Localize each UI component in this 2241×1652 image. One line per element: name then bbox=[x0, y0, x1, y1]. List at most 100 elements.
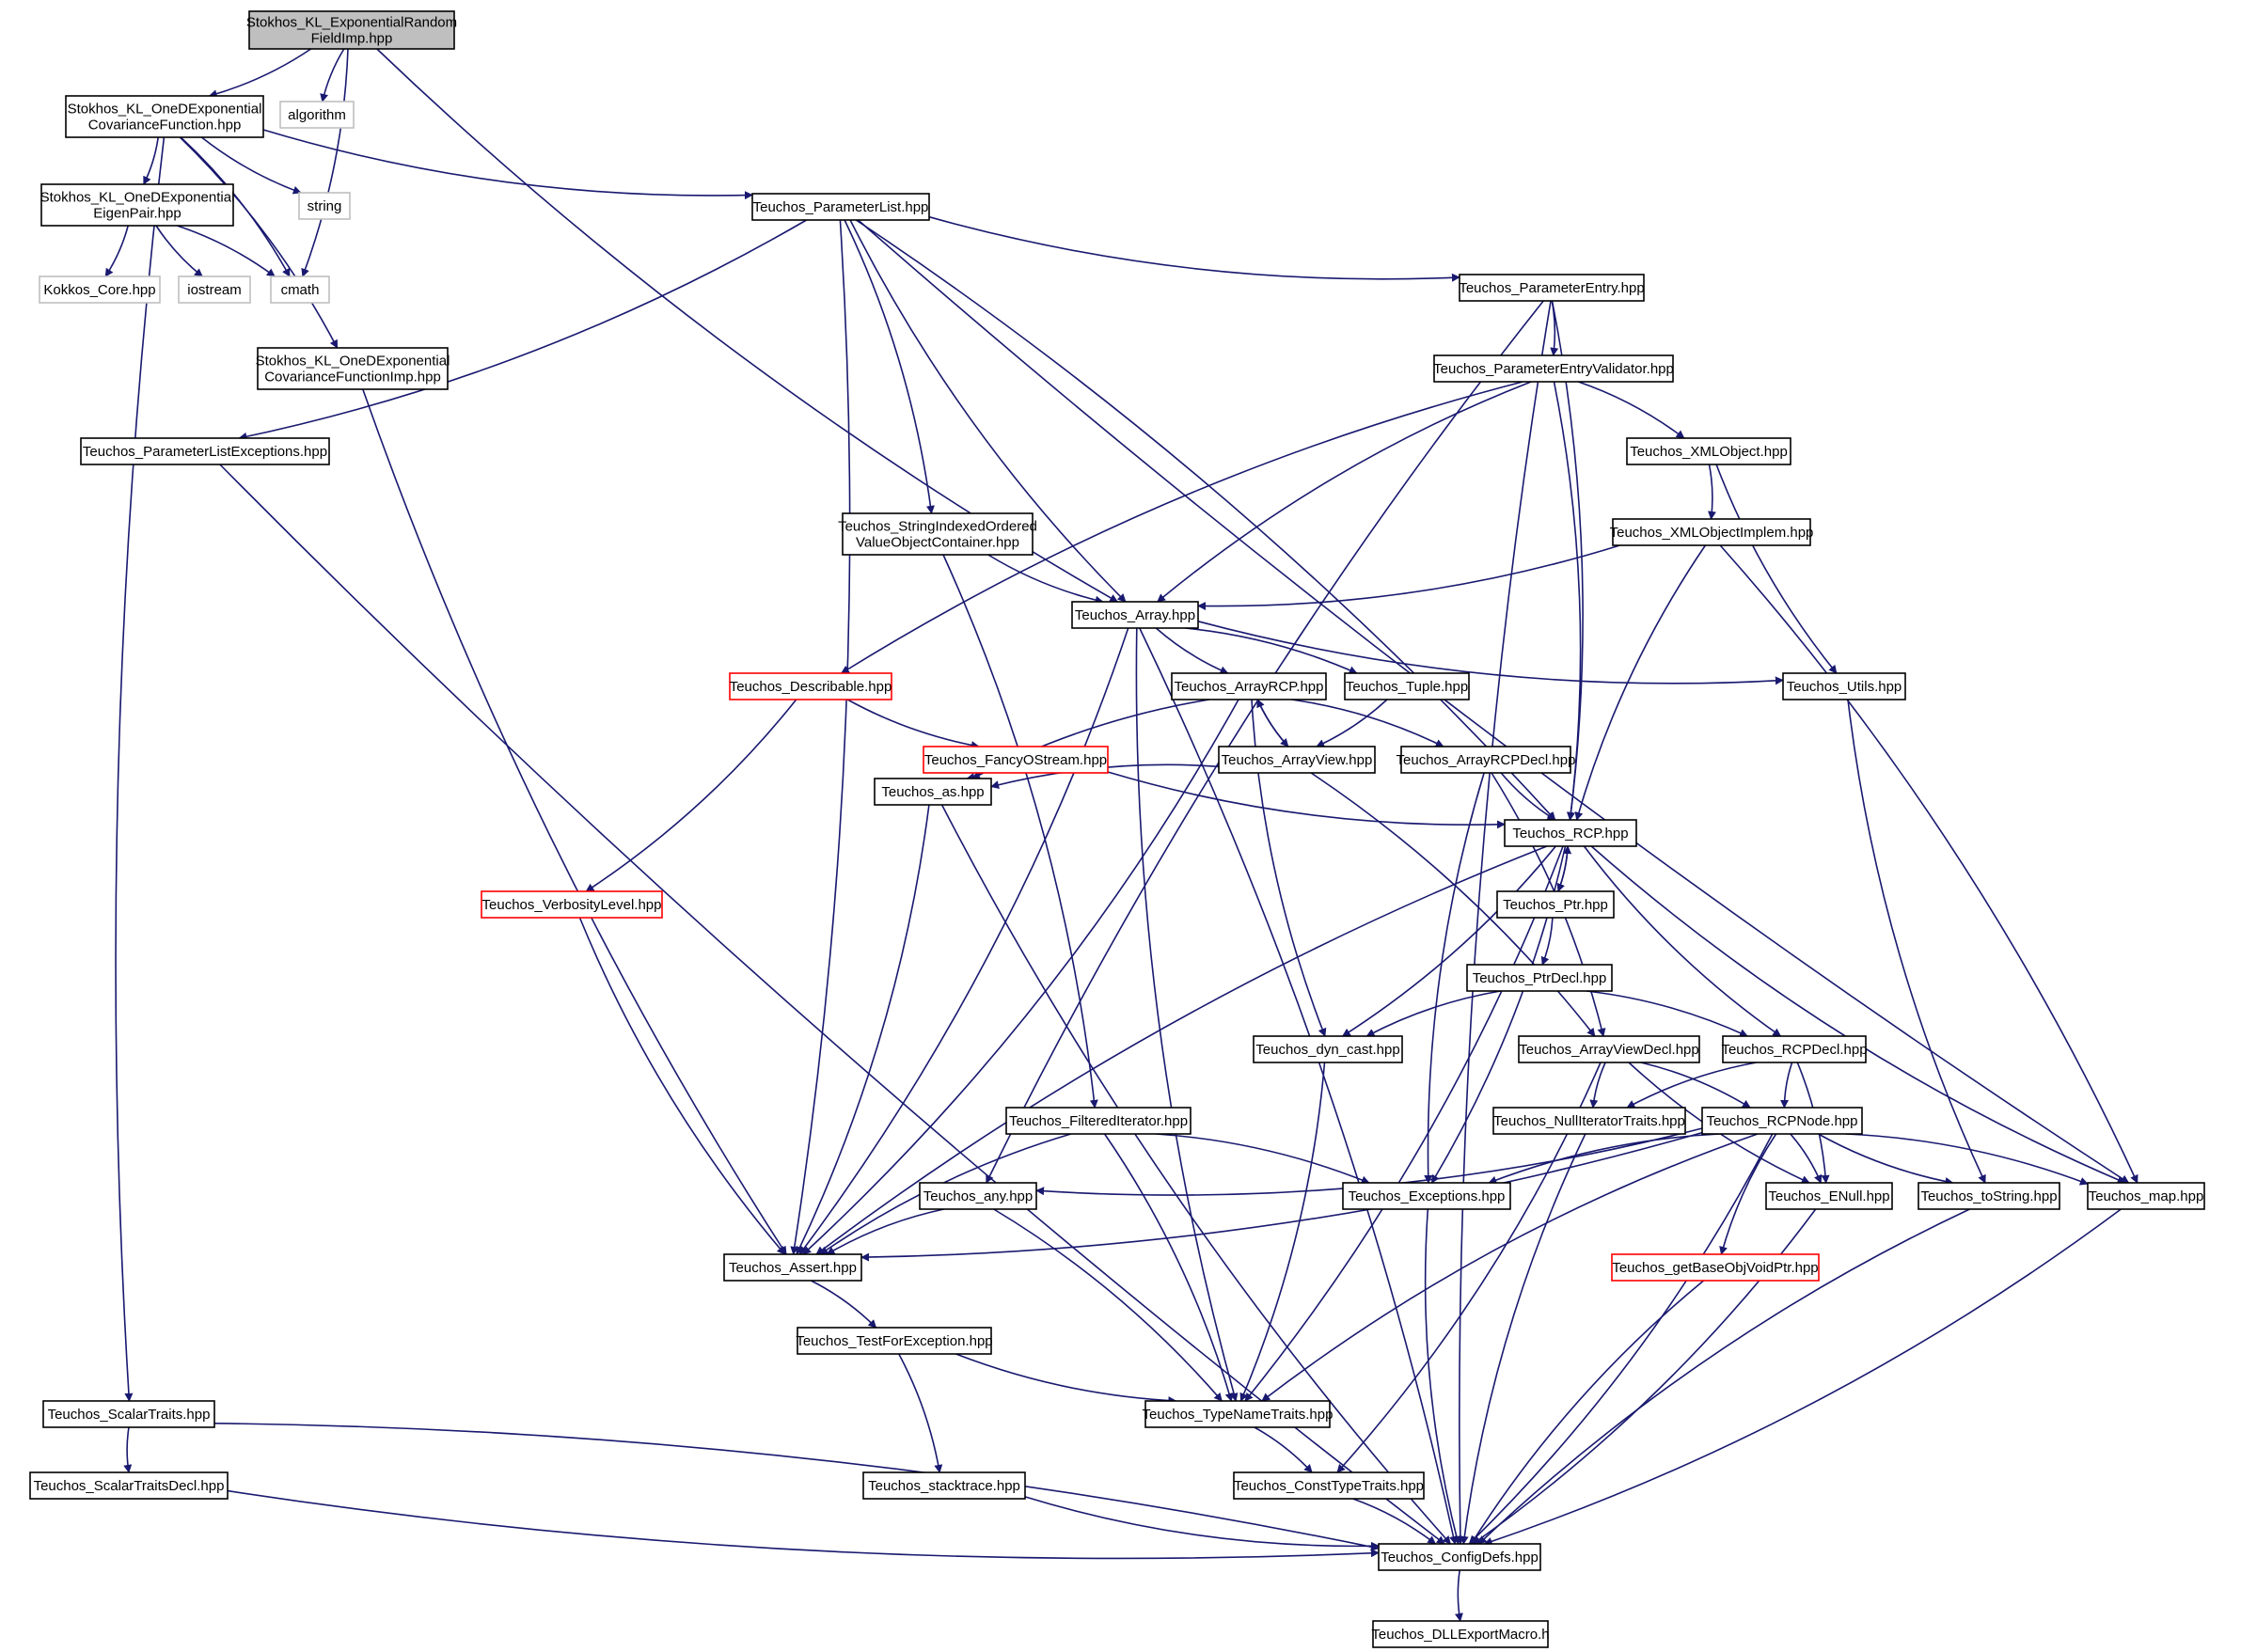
edge-rcp-to-assert bbox=[815, 845, 1548, 1255]
node-label-map: Teuchos_map.hpp bbox=[2089, 1188, 2204, 1204]
node-ptr[interactable]: Teuchos_Ptr.hpp bbox=[1496, 890, 1615, 919]
node-kokkos[interactable]: Kokkos_Core.hpp bbox=[39, 275, 161, 304]
node-fancy[interactable]: Teuchos_FancyOStream.hpp bbox=[923, 746, 1109, 774]
node-box-as bbox=[874, 778, 992, 806]
edge-xmlObject-to-xmlObjectImpl bbox=[1708, 464, 1716, 520]
node-label-typeName: Teuchos_TypeNameTraits.hpp bbox=[1143, 1407, 1334, 1423]
edge-arrayViewDecl-to-rcpNode bbox=[1640, 1062, 1751, 1109]
edge-root-to-cmath bbox=[301, 48, 349, 277]
edge-paramList-to-rcp bbox=[855, 219, 1556, 821]
edge-xmlObjectImpl-to-map bbox=[1719, 544, 2138, 1184]
node-dllExport[interactable]: Teuchos_DLLExportMacro.h bbox=[1371, 1620, 1550, 1648]
node-enull[interactable]: Teuchos_ENull.hpp bbox=[1765, 1182, 1893, 1210]
node-oneDCov[interactable]: Stokhos_KL_OneDExponentialCovarianceFunc… bbox=[65, 95, 264, 138]
node-toString[interactable]: Teuchos_toString.hpp bbox=[1917, 1182, 2060, 1210]
node-label-xmlObject: Teuchos_XMLObject.hpp bbox=[1630, 444, 1788, 460]
node-cmath[interactable]: cmath bbox=[270, 275, 330, 304]
node-strIdx[interactable]: Teuchos_StringIndexedOrderedValueObjectC… bbox=[838, 512, 1037, 556]
node-arrayView[interactable]: Teuchos_ArrayView.hpp bbox=[1218, 746, 1376, 774]
node-label-rcpNode: Teuchos_RCPNode.hpp bbox=[1707, 1113, 1858, 1129]
edge-oneDCov-to-paramList bbox=[262, 129, 753, 200]
node-box-cmath bbox=[270, 275, 330, 304]
node-ptrDecl[interactable]: Teuchos_PtrDecl.hpp bbox=[1466, 964, 1613, 992]
edge-rcpNode-to-assert bbox=[860, 1131, 1703, 1262]
node-tuple[interactable]: Teuchos_Tuple.hpp bbox=[1344, 672, 1470, 700]
node-testFor[interactable]: Teuchos_TestForException.hpp bbox=[796, 1327, 993, 1355]
edge-array-to-arrayRCP bbox=[1155, 627, 1229, 674]
edge-rcpNode-to-map bbox=[1845, 1133, 2089, 1186]
node-any[interactable]: Teuchos_any.hpp bbox=[919, 1182, 1037, 1210]
node-box-tuple bbox=[1344, 672, 1470, 700]
edge-oneDCov-to-eigenPair bbox=[143, 136, 159, 185]
node-as[interactable]: Teuchos_as.hpp bbox=[874, 778, 992, 806]
edge-dynCast-to-typeName bbox=[1239, 1062, 1326, 1402]
node-paramListEx[interactable]: Teuchos_ParameterListExceptions.hpp bbox=[80, 437, 330, 465]
node-string[interactable]: string bbox=[298, 192, 351, 220]
node-paramEntryVal[interactable]: Teuchos_ParameterEntryValidator.hpp bbox=[1433, 354, 1674, 383]
node-verbosity[interactable]: Teuchos_VerbosityLevel.hpp bbox=[481, 890, 663, 919]
node-map[interactable]: Teuchos_map.hpp bbox=[2087, 1182, 2205, 1210]
node-array[interactable]: Teuchos_Array.hpp bbox=[1071, 601, 1199, 629]
edge-any-to-assert bbox=[826, 1208, 944, 1255]
node-nullIter[interactable]: Teuchos_NullIteratorTraits.hpp bbox=[1492, 1107, 1686, 1135]
node-label-testFor: Teuchos_TestForException.hpp bbox=[796, 1333, 992, 1349]
node-label-algorithm: algorithm bbox=[288, 107, 346, 123]
node-label-rcp: Teuchos_RCP.hpp bbox=[1512, 826, 1628, 842]
node-box-utils bbox=[1782, 672, 1906, 700]
edge-utils-to-toString bbox=[1847, 699, 1986, 1184]
node-stacktrace[interactable]: Teuchos_stacktrace.hpp bbox=[862, 1471, 1026, 1500]
node-xmlObject[interactable]: Teuchos_XMLObject.hpp bbox=[1626, 437, 1791, 465]
node-box-stacktrace bbox=[862, 1471, 1026, 1500]
node-paramEntry[interactable]: Teuchos_ParameterEntry.hpp bbox=[1459, 274, 1645, 302]
node-paramList[interactable]: Teuchos_ParameterList.hpp bbox=[751, 193, 930, 221]
edge-scalarTraitsDecl-to-configDefs bbox=[227, 1489, 1380, 1560]
node-box-paramEntryVal bbox=[1433, 354, 1674, 383]
node-rcpNode[interactable]: Teuchos_RCPNode.hpp bbox=[1701, 1107, 1863, 1135]
node-describable[interactable]: Teuchos_Describable.hpp bbox=[729, 672, 892, 700]
edge-paramListEx-to-configDefs bbox=[219, 464, 1445, 1545]
edge-eigenPair-to-iostream bbox=[155, 225, 203, 277]
node-label-root: FieldImp.hpp bbox=[311, 31, 393, 47]
edge-arrayRCP-to-arrayView bbox=[1256, 699, 1289, 747]
node-box-scalarTraits bbox=[42, 1400, 215, 1428]
node-label-oneDCovImp: CovarianceFunctionImp.hpp bbox=[264, 370, 441, 385]
node-exceptions[interactable]: Teuchos_Exceptions.hpp bbox=[1342, 1182, 1511, 1210]
node-dynCast[interactable]: Teuchos_dyn_cast.hpp bbox=[1253, 1035, 1403, 1063]
node-scalarTraits[interactable]: Teuchos_ScalarTraits.hpp bbox=[42, 1400, 215, 1428]
node-box-rcp bbox=[1504, 819, 1637, 847]
node-filtered[interactable]: Teuchos_FilteredIterator.hpp bbox=[1005, 1107, 1192, 1135]
node-xmlObjectImpl[interactable]: Teuchos_XMLObjectImplem.hpp bbox=[1610, 518, 1814, 546]
node-getBase[interactable]: Teuchos_getBaseObjVoidPtr.hpp bbox=[1611, 1253, 1820, 1282]
node-oneDCovImp[interactable]: Stokhos_KL_OneDExponentialCovarianceFunc… bbox=[256, 347, 450, 390]
edge-array-to-assert bbox=[798, 627, 1129, 1255]
node-algorithm[interactable]: algorithm bbox=[279, 101, 355, 129]
edge-filtered-to-typeName bbox=[1103, 1133, 1234, 1402]
node-arrayRCP[interactable]: Teuchos_ArrayRCP.hpp bbox=[1171, 672, 1327, 700]
edge-exceptions-to-configDefs bbox=[1424, 1208, 1461, 1545]
node-iostream[interactable]: iostream bbox=[178, 275, 251, 304]
node-rcp[interactable]: Teuchos_RCP.hpp bbox=[1504, 819, 1637, 847]
edge-oneDCovImp-to-assert bbox=[362, 388, 787, 1255]
edge-ptr-to-ptrDecl bbox=[1540, 917, 1554, 966]
node-arrayViewDecl[interactable]: Teuchos_ArrayViewDecl.hpp bbox=[1518, 1035, 1700, 1063]
node-configDefs[interactable]: Teuchos_ConfigDefs.hpp bbox=[1378, 1543, 1541, 1571]
node-typeName[interactable]: Teuchos_TypeNameTraits.hpp bbox=[1143, 1400, 1334, 1428]
node-label-strIdx: Teuchos_StringIndexedOrdered bbox=[838, 519, 1037, 535]
node-assert[interactable]: Teuchos_Assert.hpp bbox=[723, 1253, 862, 1282]
node-label-scalarTraits: Teuchos_ScalarTraits.hpp bbox=[48, 1407, 211, 1423]
node-box-configDefs bbox=[1378, 1543, 1541, 1571]
node-scalarTraitsDecl[interactable]: Teuchos_ScalarTraitsDecl.hpp bbox=[29, 1471, 229, 1500]
node-box-arrayView bbox=[1218, 746, 1376, 774]
edge-paramEntryVal-to-describable bbox=[840, 381, 1523, 674]
node-rcpDecl[interactable]: Teuchos_RCPDecl.hpp bbox=[1721, 1035, 1868, 1063]
edge-rcpNode-to-toString bbox=[1818, 1133, 1954, 1186]
node-arrayRCPDecl[interactable]: Teuchos_ArrayRCPDecl.hpp bbox=[1397, 746, 1576, 774]
node-utils[interactable]: Teuchos_Utils.hpp bbox=[1782, 672, 1906, 700]
node-label-ptrDecl: Teuchos_PtrDecl.hpp bbox=[1473, 970, 1607, 986]
edge-paramEntryVal-to-xmlObject bbox=[1578, 381, 1685, 439]
node-constType[interactable]: Teuchos_ConstTypeTraits.hpp bbox=[1233, 1471, 1425, 1500]
edge-paramList-to-strIdx bbox=[844, 219, 935, 514]
node-label-toString: Teuchos_toString.hpp bbox=[1920, 1188, 2057, 1204]
